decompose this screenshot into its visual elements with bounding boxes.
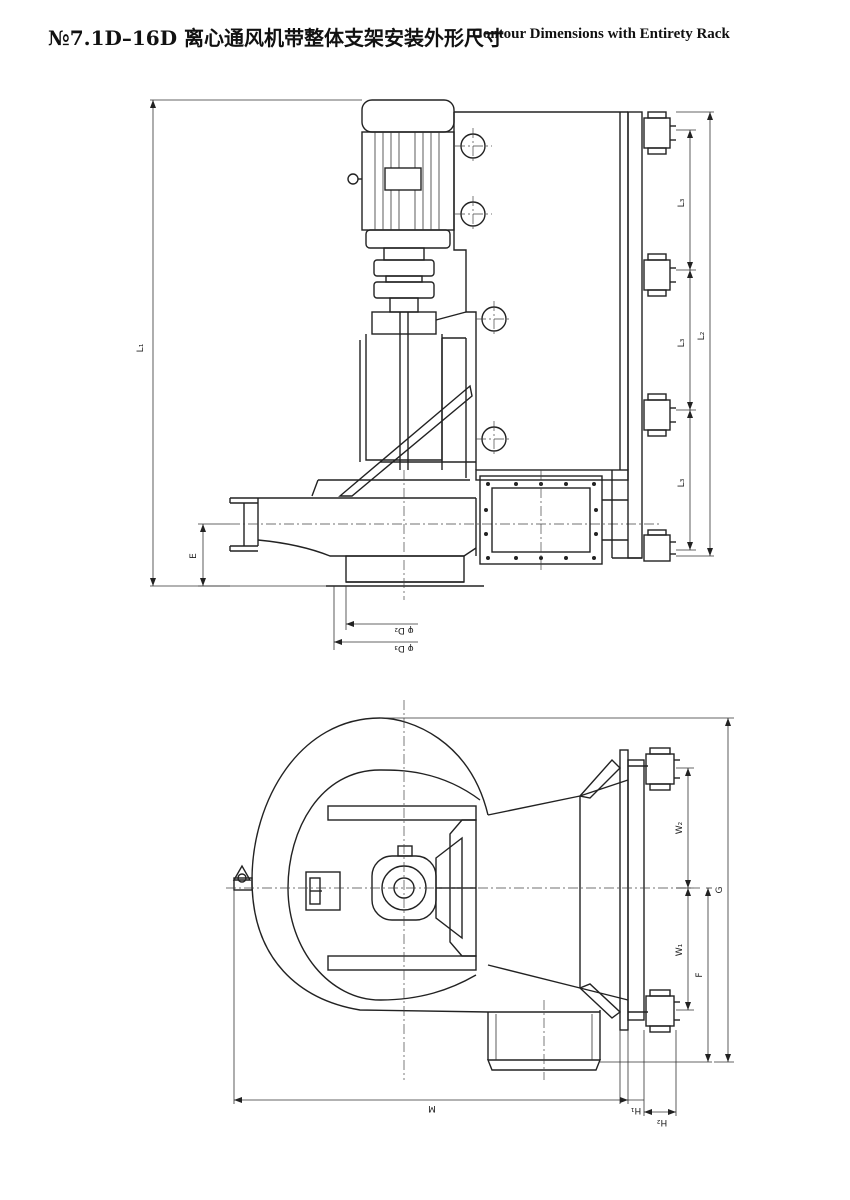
dimension-d2-d3 — [333, 586, 418, 650]
motor — [347, 99, 455, 313]
label-e: E — [189, 553, 199, 559]
dimension-e — [198, 523, 230, 587]
label-d2: φ D₂ — [394, 625, 414, 635]
dimension-f — [600, 887, 712, 1063]
label-l2: L₂ — [697, 331, 707, 340]
label-f: F — [695, 972, 705, 977]
diffuser-plan — [578, 758, 629, 1019]
entirety-rack-plan — [619, 749, 648, 1031]
label-h1: H₁ — [630, 1105, 641, 1115]
page-title-english: Contour Dimensions with Entirety Rack — [472, 26, 730, 42]
plan-view: W₂ W₁ F G — [226, 700, 734, 1127]
entirety-rack-side — [611, 111, 643, 559]
fan-casing-side — [229, 470, 660, 600]
label-l3-middle: L₃ — [677, 338, 687, 347]
dimension-l2 — [676, 111, 714, 557]
isolator-3 — [643, 393, 676, 437]
dimension-w1-w2 — [676, 767, 694, 1011]
isolator-4 — [643, 529, 676, 562]
dimension-m-h1-h2 — [233, 890, 677, 1116]
label-h2: H₂ — [656, 1117, 667, 1127]
label-m: M — [428, 1103, 436, 1113]
motor-support-plate — [453, 111, 629, 470]
page-title-chinese: №7.1D–16D 离心通风机带整体支架安装外形尺寸 — [48, 26, 505, 50]
dimension-l1 — [150, 99, 362, 587]
fan-scroll-casing — [251, 717, 602, 1071]
label-l3-bottom: L₃ — [677, 478, 687, 487]
dimension-l3-chain — [676, 129, 696, 551]
label-w2: W₂ — [675, 821, 685, 834]
isolator-plan-top — [645, 747, 680, 791]
rotation-direction-plate — [305, 871, 341, 911]
label-g: G — [715, 886, 725, 893]
side-view: L₁ E L₃ L₃ L₃ — [136, 99, 714, 653]
isolator-1 — [643, 111, 676, 155]
isolator-plan-bottom — [645, 989, 680, 1033]
dimension-g — [380, 717, 734, 1063]
vibration-isolators-plan — [645, 747, 680, 1033]
label-w1: W₁ — [675, 943, 685, 956]
vibration-isolators-side — [643, 111, 676, 562]
outlet-flange-side — [475, 469, 629, 572]
lifting-lug — [232, 864, 253, 891]
label-l3-top: L₃ — [677, 198, 687, 207]
isolator-2 — [643, 253, 676, 297]
label-d3: φ D₃ — [394, 643, 414, 653]
label-l1: L₁ — [136, 343, 146, 352]
bearing-housing — [338, 311, 476, 497]
